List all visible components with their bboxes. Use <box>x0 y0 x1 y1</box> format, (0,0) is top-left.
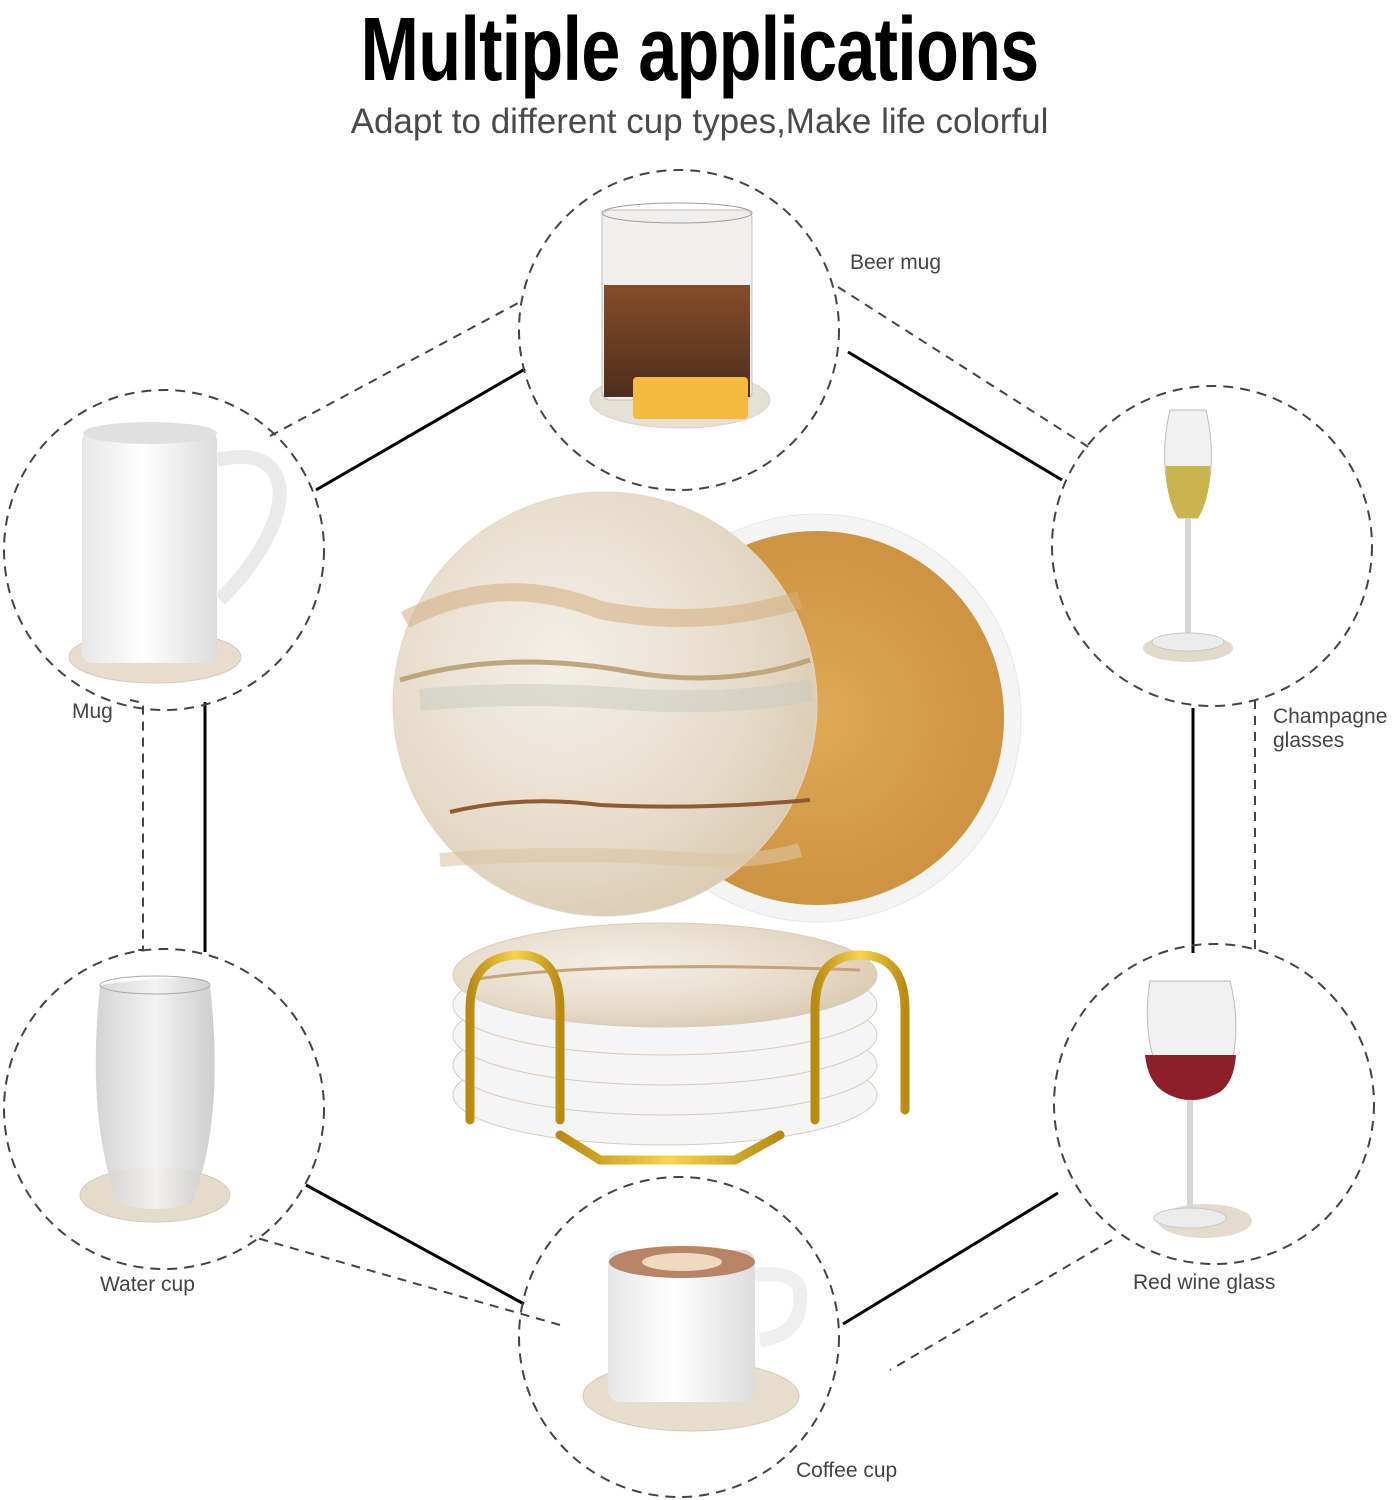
circle-red-wine <box>1053 943 1375 1265</box>
circle-beer-mug <box>518 169 840 491</box>
coffee-cup-illustration <box>582 1246 808 1432</box>
red-wine-glass-illustration <box>1145 980 1252 1238</box>
circle-champagne <box>1051 385 1373 707</box>
champagne-glass-illustration <box>1143 409 1233 662</box>
label-water-cup: Water cup <box>100 1273 195 1296</box>
water-cup-illustration <box>79 975 231 1223</box>
label-coffee-cup: Coffee cup <box>796 1459 898 1482</box>
beer-mug-illustration <box>589 202 771 429</box>
hexagon-dashed-lines <box>129 286 1256 1371</box>
page-title: Multiple applications <box>360 0 1040 100</box>
page-subtitle: Adapt to different cup types,Make life c… <box>350 102 1049 141</box>
hexagon-solid-lines <box>203 350 1195 1326</box>
label-mug: Mug <box>72 700 113 723</box>
label-beer-mug: Beer mug <box>850 251 942 274</box>
circle-coffee-cup <box>518 1176 840 1498</box>
coaster-set-illustration <box>392 491 1022 1165</box>
circle-mug <box>3 389 325 711</box>
application-circles <box>3 169 1375 1498</box>
label-champagne-line1: Champagne <box>1273 705 1388 728</box>
label-red-wine-glass: Red wine glass <box>1133 1271 1276 1294</box>
mug-illustration <box>68 422 287 684</box>
label-champagne-line2: glasses <box>1273 729 1345 752</box>
label-champagne-glasses: Champagne glasses <box>1273 705 1387 753</box>
circle-water-cup <box>3 948 325 1270</box>
